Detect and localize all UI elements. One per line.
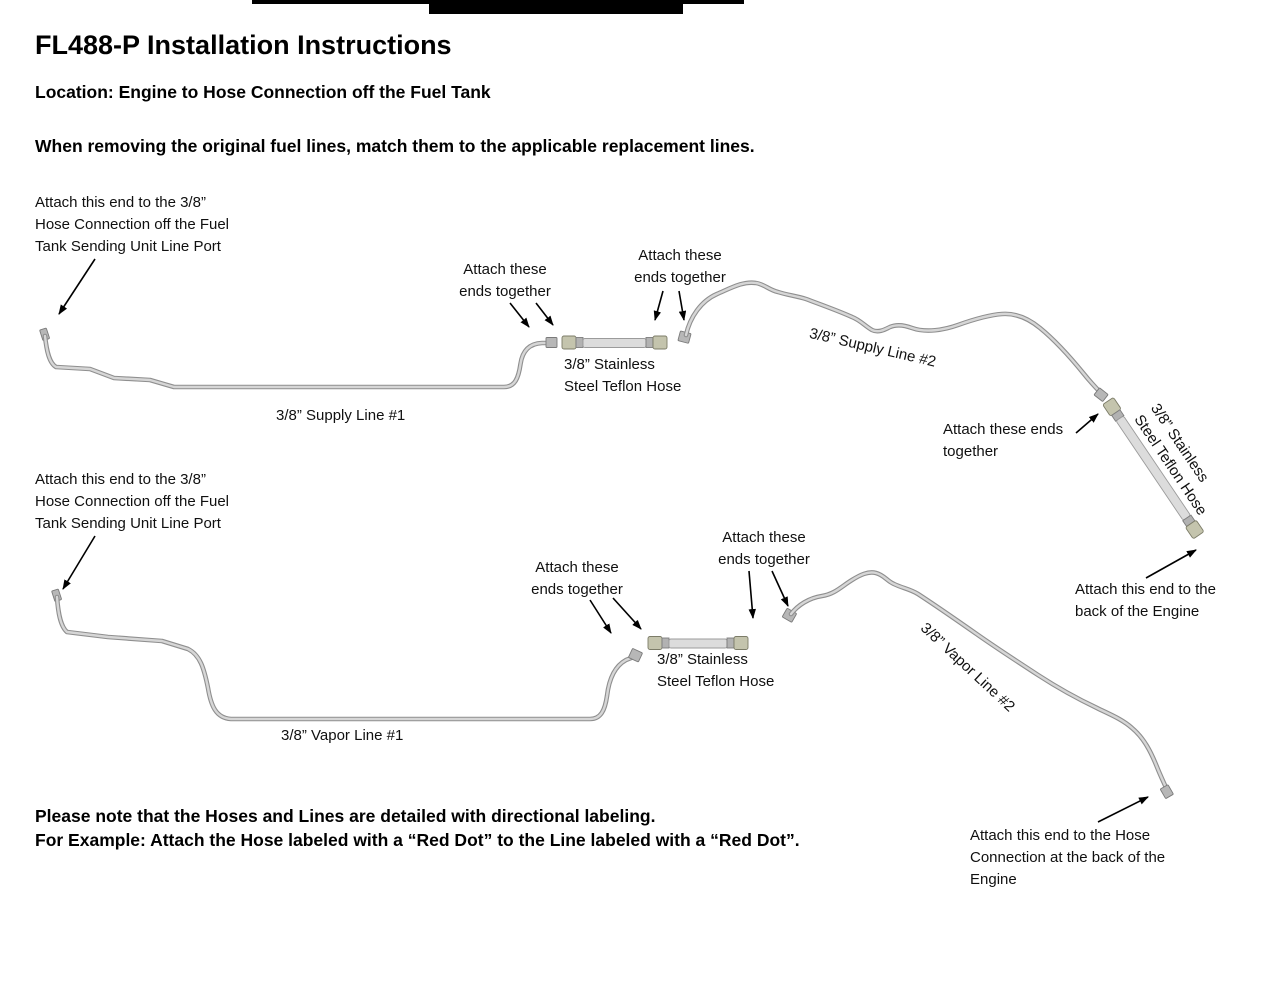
pointer-arrow [1145,549,1197,579]
supply-engine-end-label: Attach this end to the back of the Engin… [1075,581,1216,620]
supply-line-1 [39,327,558,390]
pointer-arrow [589,599,612,634]
vapor-tank-end-label: Attach this end to the 3/8” Hose Connect… [35,471,230,532]
supply-attach-label-2: Attach these ends together [634,247,726,286]
pointer-arrow [1075,413,1099,434]
pointer-arrow [62,535,96,590]
supply-tank-end-label: Attach this end to the 3/8” Hose Connect… [35,194,230,255]
vapor-attach-label-1: Attach these ends together [531,559,623,598]
pointer-arrow [535,302,554,326]
vapor-engine-end-label: Attach this end to the Hose Connection a… [970,827,1166,888]
vapor-hose-1 [647,636,749,650]
supply-line1-label: 3/8” Supply Line #1 [276,407,406,424]
pointer-arrow [748,570,756,619]
instruction-text: When removing the original fuel lines, m… [35,136,755,156]
location-subtitle: Location: Engine to Hose Connection off … [35,82,491,102]
supply-line-2 [677,280,1109,402]
vapor-line2-end-fitting [1160,784,1174,799]
vapor-hose1-label: 3/8” Stainless Steel Teflon Hose [657,651,775,690]
pointer-arrow [509,302,530,328]
footer-note-2: For Example: Attach the Hose labeled wit… [35,830,800,850]
supply-hose-1 [561,335,668,350]
supply-line2-end-fitting [1093,387,1109,402]
cropped-header-bar-2 [429,0,683,14]
vapor-line-1 [51,588,643,722]
page-title: FL488-P Installation Instructions [35,30,452,60]
supply-attach-label-3: Attach these ends together [943,421,1064,460]
vapor-attach-label-2: Attach these ends together [718,529,810,568]
supply-hose1-label: 3/8” Stainless Steel Teflon Hose [564,356,682,395]
pointer-arrow [1097,796,1149,823]
footer-note-1: Please note that the Hoses and Lines are… [35,806,656,826]
pointer-arrow [771,570,789,607]
pointer-arrow [612,597,642,630]
pointer-arrow [653,290,664,321]
callout-arrows [58,258,1197,823]
supply-hose-2 [1102,397,1204,539]
supply-attach-label-1: Attach these ends together [459,261,551,300]
pointer-arrow [58,258,96,315]
vapor-line1-end-fitting [628,648,643,663]
vapor-line-2 [782,570,1174,799]
vapor-line1-label: 3/8” Vapor Line #1 [281,727,404,744]
supply-line1-end-fitting [545,337,558,348]
pointer-arrow [678,290,687,321]
